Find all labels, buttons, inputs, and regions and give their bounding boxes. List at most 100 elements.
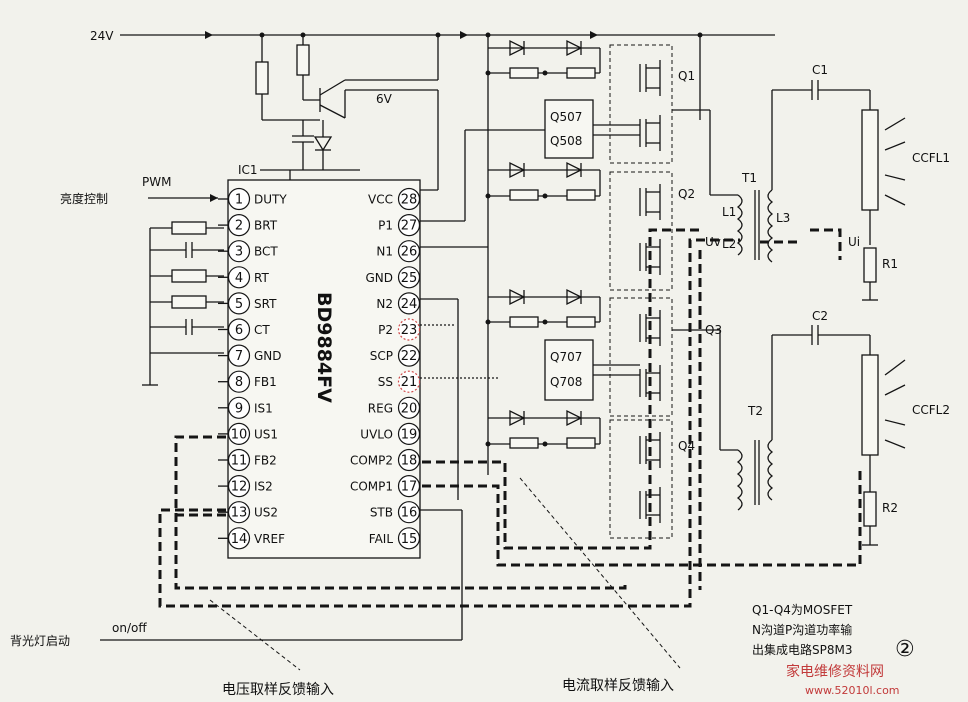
ic-pin-right-16: 16 STB — [370, 501, 421, 524]
pin-name: VREF — [254, 532, 285, 546]
ic-pin-left-14: 14 VREF — [218, 527, 285, 550]
backlight-start-label: 背光灯启动 — [10, 634, 70, 648]
ic-body — [227, 179, 421, 559]
q1-label: Q1 — [678, 69, 695, 83]
mosfet-1 — [639, 60, 661, 151]
pin-name: BRT — [254, 219, 278, 233]
pin-name: DUTY — [254, 193, 287, 207]
pin-number: 8 — [235, 375, 243, 390]
pin-name: N2 — [376, 297, 393, 311]
pin-number: 1 — [235, 193, 243, 208]
pin-number: 18 — [401, 454, 418, 469]
pin-number: 26 — [401, 245, 418, 260]
ic-pin-left-12: 12 IS2 — [218, 475, 273, 498]
pin-number: 6 — [235, 323, 243, 338]
pin-name: N1 — [376, 245, 393, 259]
ic-part-number: BD9884FV — [313, 292, 335, 403]
pin-number: 14 — [231, 532, 248, 547]
diode-resistor-pair-1 — [509, 39, 596, 79]
q508-label: Q508 — [550, 134, 582, 148]
pin-name: SRT — [254, 297, 277, 311]
mosfet-4 — [639, 432, 661, 523]
pin-name: IS1 — [254, 401, 273, 415]
ic-pin-left-13: 13 US2 — [218, 501, 278, 524]
ic-pin-left-1: 1 DUTY — [218, 187, 287, 211]
c1-label: C1 — [812, 63, 828, 77]
pin-name: CT — [254, 323, 270, 337]
ccfl1-label: CCFL1 — [912, 151, 950, 165]
ic-pin-left-10: 10 US1 — [218, 422, 278, 445]
mosfet-packages — [609, 44, 673, 539]
q4-label: Q4 — [678, 439, 695, 453]
mosfet-3 — [639, 310, 661, 401]
pin-name: GND — [254, 349, 282, 363]
c2-label: C2 — [812, 309, 828, 323]
l1-label: L1 — [722, 205, 736, 219]
pin-number: 7 — [235, 349, 243, 364]
gate-drive-wiring — [420, 129, 545, 640]
pin-name: RT — [254, 271, 269, 285]
pin-number: 11 — [231, 454, 248, 469]
pin-name: IS2 — [254, 480, 273, 494]
uv-label: Uv — [705, 235, 721, 249]
pin-number: 9 — [235, 401, 243, 416]
timing-network — [142, 221, 224, 386]
l3-label: L3 — [776, 211, 790, 225]
t2-label: T2 — [747, 404, 763, 418]
pin-name: COMP2 — [350, 454, 393, 468]
pin-name: REG — [368, 401, 393, 415]
r2-label: R2 — [882, 501, 898, 515]
pin-name: BCT — [254, 245, 278, 259]
ic-pin-left-9: 9 IS1 — [218, 396, 273, 419]
diode-resistor-pair-3 — [509, 288, 596, 328]
q507-q508-box — [544, 99, 594, 159]
feedback-paths — [158, 228, 862, 608]
pin-number: 4 — [235, 271, 243, 286]
note-line-1: Q1-Q4为MOSFET — [752, 603, 853, 617]
pin-number: 12 — [231, 480, 248, 495]
pin-number: 13 — [231, 506, 248, 521]
t1-label: T1 — [741, 171, 757, 185]
ic-pin-left-7: 7 GND — [218, 344, 282, 367]
pin-number: 28 — [401, 193, 418, 208]
brightness-label: 亮度控制 — [60, 191, 108, 206]
ic-pin-right-28: 28 VCC — [368, 187, 421, 211]
pin-name: GND — [365, 271, 393, 285]
pin-number: 10 — [231, 427, 248, 442]
pin-name: STB — [370, 506, 393, 520]
pin-name: FAIL — [369, 532, 394, 546]
pin-number: 3 — [235, 245, 243, 260]
l2-label: L2 — [722, 237, 736, 251]
pin-number: 16 — [401, 506, 418, 521]
r1-label: R1 — [882, 257, 898, 271]
pin-name: P2 — [378, 323, 393, 337]
pin-name: VCC — [368, 193, 393, 207]
pin-number: 24 — [401, 297, 418, 312]
pin-name: P1 — [378, 219, 393, 233]
current-feedback-label: 电流取样反馈输入 — [562, 678, 674, 694]
ccfl2-label: CCFL2 — [912, 403, 950, 417]
note-line-2: N沟道P沟道功率输 — [752, 622, 852, 637]
voltage-feedback-label: 电压取样反馈输入 — [222, 682, 334, 698]
ic-pin-right-18: 18 COMP2 — [350, 448, 421, 472]
pin-number: 2 — [235, 219, 243, 234]
pin-name: US1 — [254, 427, 278, 441]
pin-name: COMP1 — [350, 480, 393, 494]
output-stage — [672, 80, 906, 546]
watermark-website: www.52010l.com — [805, 684, 900, 697]
pin-name: US2 — [254, 506, 278, 520]
pin-name: FB1 — [254, 375, 277, 389]
supply-rail — [120, 31, 775, 120]
ic-pin-right-24: 24 N2 — [376, 292, 421, 315]
pwm-label: PWM — [142, 175, 171, 189]
ic-pin-left-6: 6 CT — [218, 318, 270, 341]
q707-q708-box — [544, 339, 594, 401]
